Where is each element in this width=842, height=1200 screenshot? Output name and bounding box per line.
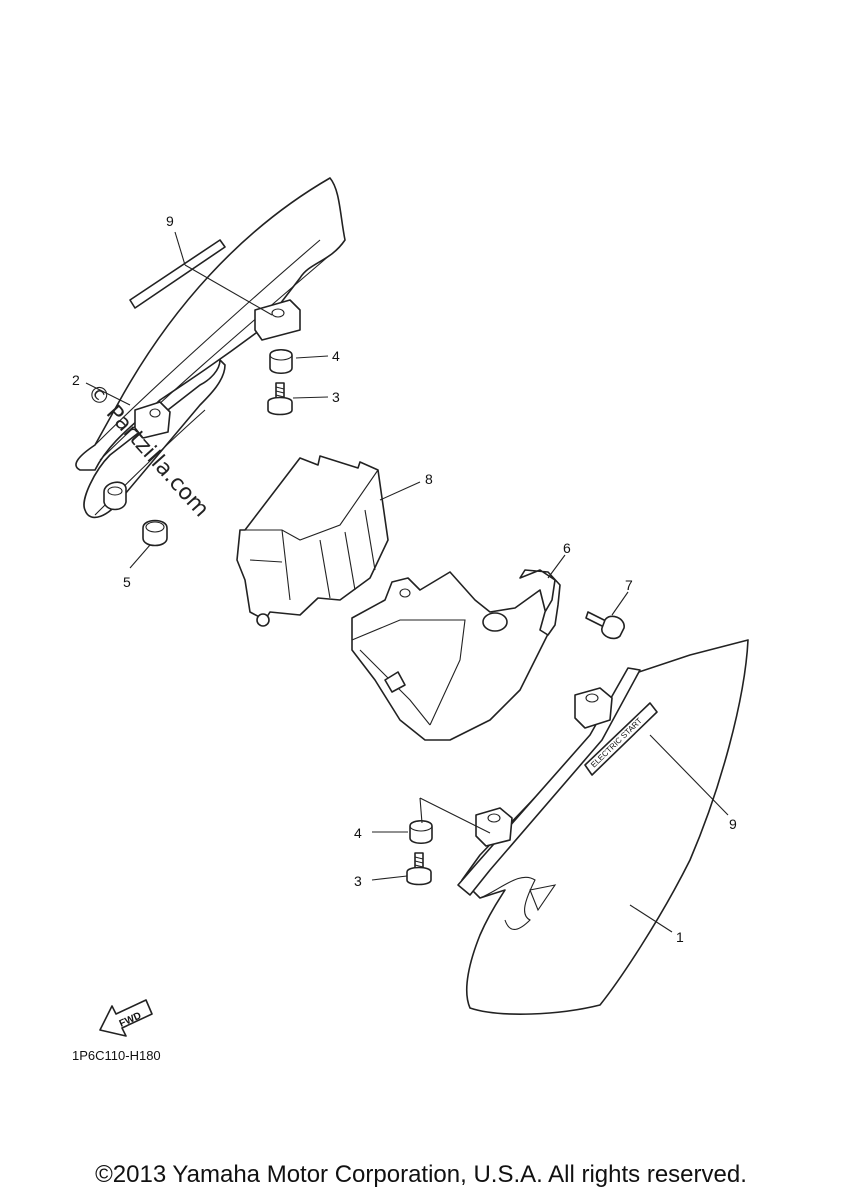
callout-9-right: 9 bbox=[729, 816, 737, 832]
part-7-bolt bbox=[585, 611, 625, 640]
callout-6: 6 bbox=[563, 540, 571, 556]
part-5-damper bbox=[142, 519, 168, 547]
part-8-box bbox=[236, 455, 389, 627]
callout-2: 2 bbox=[72, 372, 80, 388]
callout-3-upper: 3 bbox=[332, 389, 340, 405]
callout-5: 5 bbox=[123, 574, 131, 590]
part-3-bolt-lower bbox=[406, 852, 432, 886]
callout-3-lower: 3 bbox=[354, 873, 362, 889]
part-1-side-cover bbox=[457, 639, 749, 1015]
diagram-code: 1P6C110-H180 bbox=[72, 1048, 161, 1063]
part-4-collar-upper bbox=[269, 348, 293, 375]
callout-4-upper: 4 bbox=[332, 348, 340, 364]
part-2-side-cover-upper bbox=[75, 177, 346, 519]
callout-9-upper: 9 bbox=[166, 213, 174, 229]
callout-1: 1 bbox=[676, 929, 684, 945]
part-9-decal-upper bbox=[129, 239, 226, 309]
part-3-bolt-upper bbox=[267, 382, 293, 416]
callout-7: 7 bbox=[625, 577, 633, 593]
callout-4-lower: 4 bbox=[354, 825, 362, 841]
part-6-panel bbox=[351, 569, 561, 741]
copyright-notice: ©2013 Yamaha Motor Corporation, U.S.A. A… bbox=[95, 1161, 747, 1188]
callout-8: 8 bbox=[425, 471, 433, 487]
part-4-collar-lower bbox=[409, 819, 433, 845]
fwd-arrow-icon: FWD bbox=[99, 999, 153, 1037]
leader-lines bbox=[85, 231, 729, 933]
